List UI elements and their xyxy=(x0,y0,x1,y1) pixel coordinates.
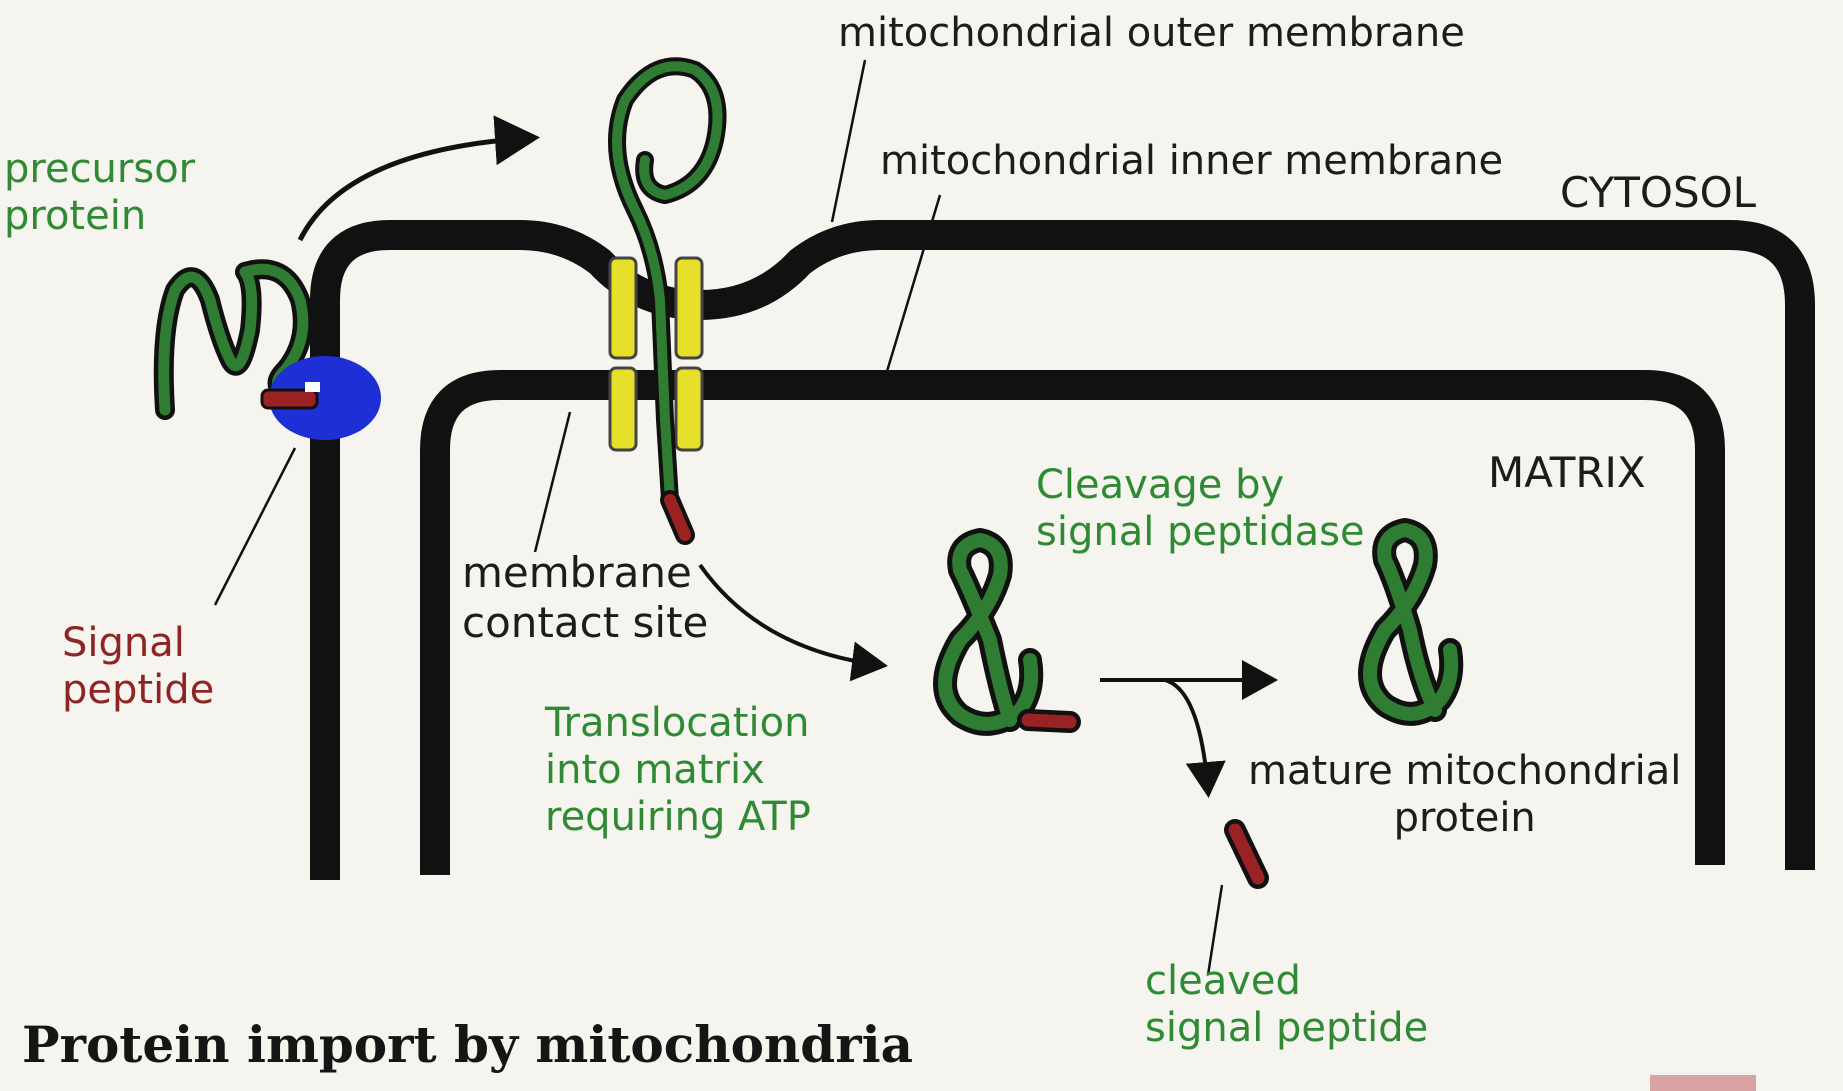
inner-membrane-label: mitochondrial inner membrane xyxy=(880,138,1503,185)
matrix-label: MATRIX xyxy=(1488,448,1646,498)
translocator-right-outer xyxy=(676,258,702,358)
cleaved-peptide-label: cleaved signal peptide xyxy=(1145,958,1428,1052)
precursor-protein-label: precursor protein xyxy=(4,146,195,240)
signal-peptide-leader xyxy=(215,448,295,605)
contact-site-leader xyxy=(535,412,570,552)
signal-peptide-label: Signal peptide xyxy=(62,620,214,714)
precursor-signal-peptide xyxy=(262,390,317,408)
translocator-left-outer xyxy=(610,258,636,358)
cleaved-branch-arrow xyxy=(1165,680,1208,790)
corner-artifact xyxy=(1650,1072,1756,1091)
translocation-arrow xyxy=(700,565,880,665)
mature-protein-label: mature mitochondrial protein xyxy=(1248,748,1681,842)
contact-site-label: membrane contact site xyxy=(462,548,708,647)
translocation-label: Translocation into matrix requiring ATP xyxy=(545,700,811,842)
cleavage-label: Cleavage by signal peptidase xyxy=(1036,462,1365,556)
figure-title: Protein import by mitochondria xyxy=(22,1015,913,1074)
translocator-right-inner xyxy=(676,368,702,450)
translocator-left-inner xyxy=(610,368,636,450)
attached-signal-peptide-fill xyxy=(1028,720,1070,722)
cytosol-label: CYTOSOL xyxy=(1560,168,1756,218)
receptor-slot xyxy=(305,382,320,392)
outer-membrane-leader xyxy=(832,60,865,222)
outer-membrane-label: mitochondrial outer membrane xyxy=(838,10,1465,57)
